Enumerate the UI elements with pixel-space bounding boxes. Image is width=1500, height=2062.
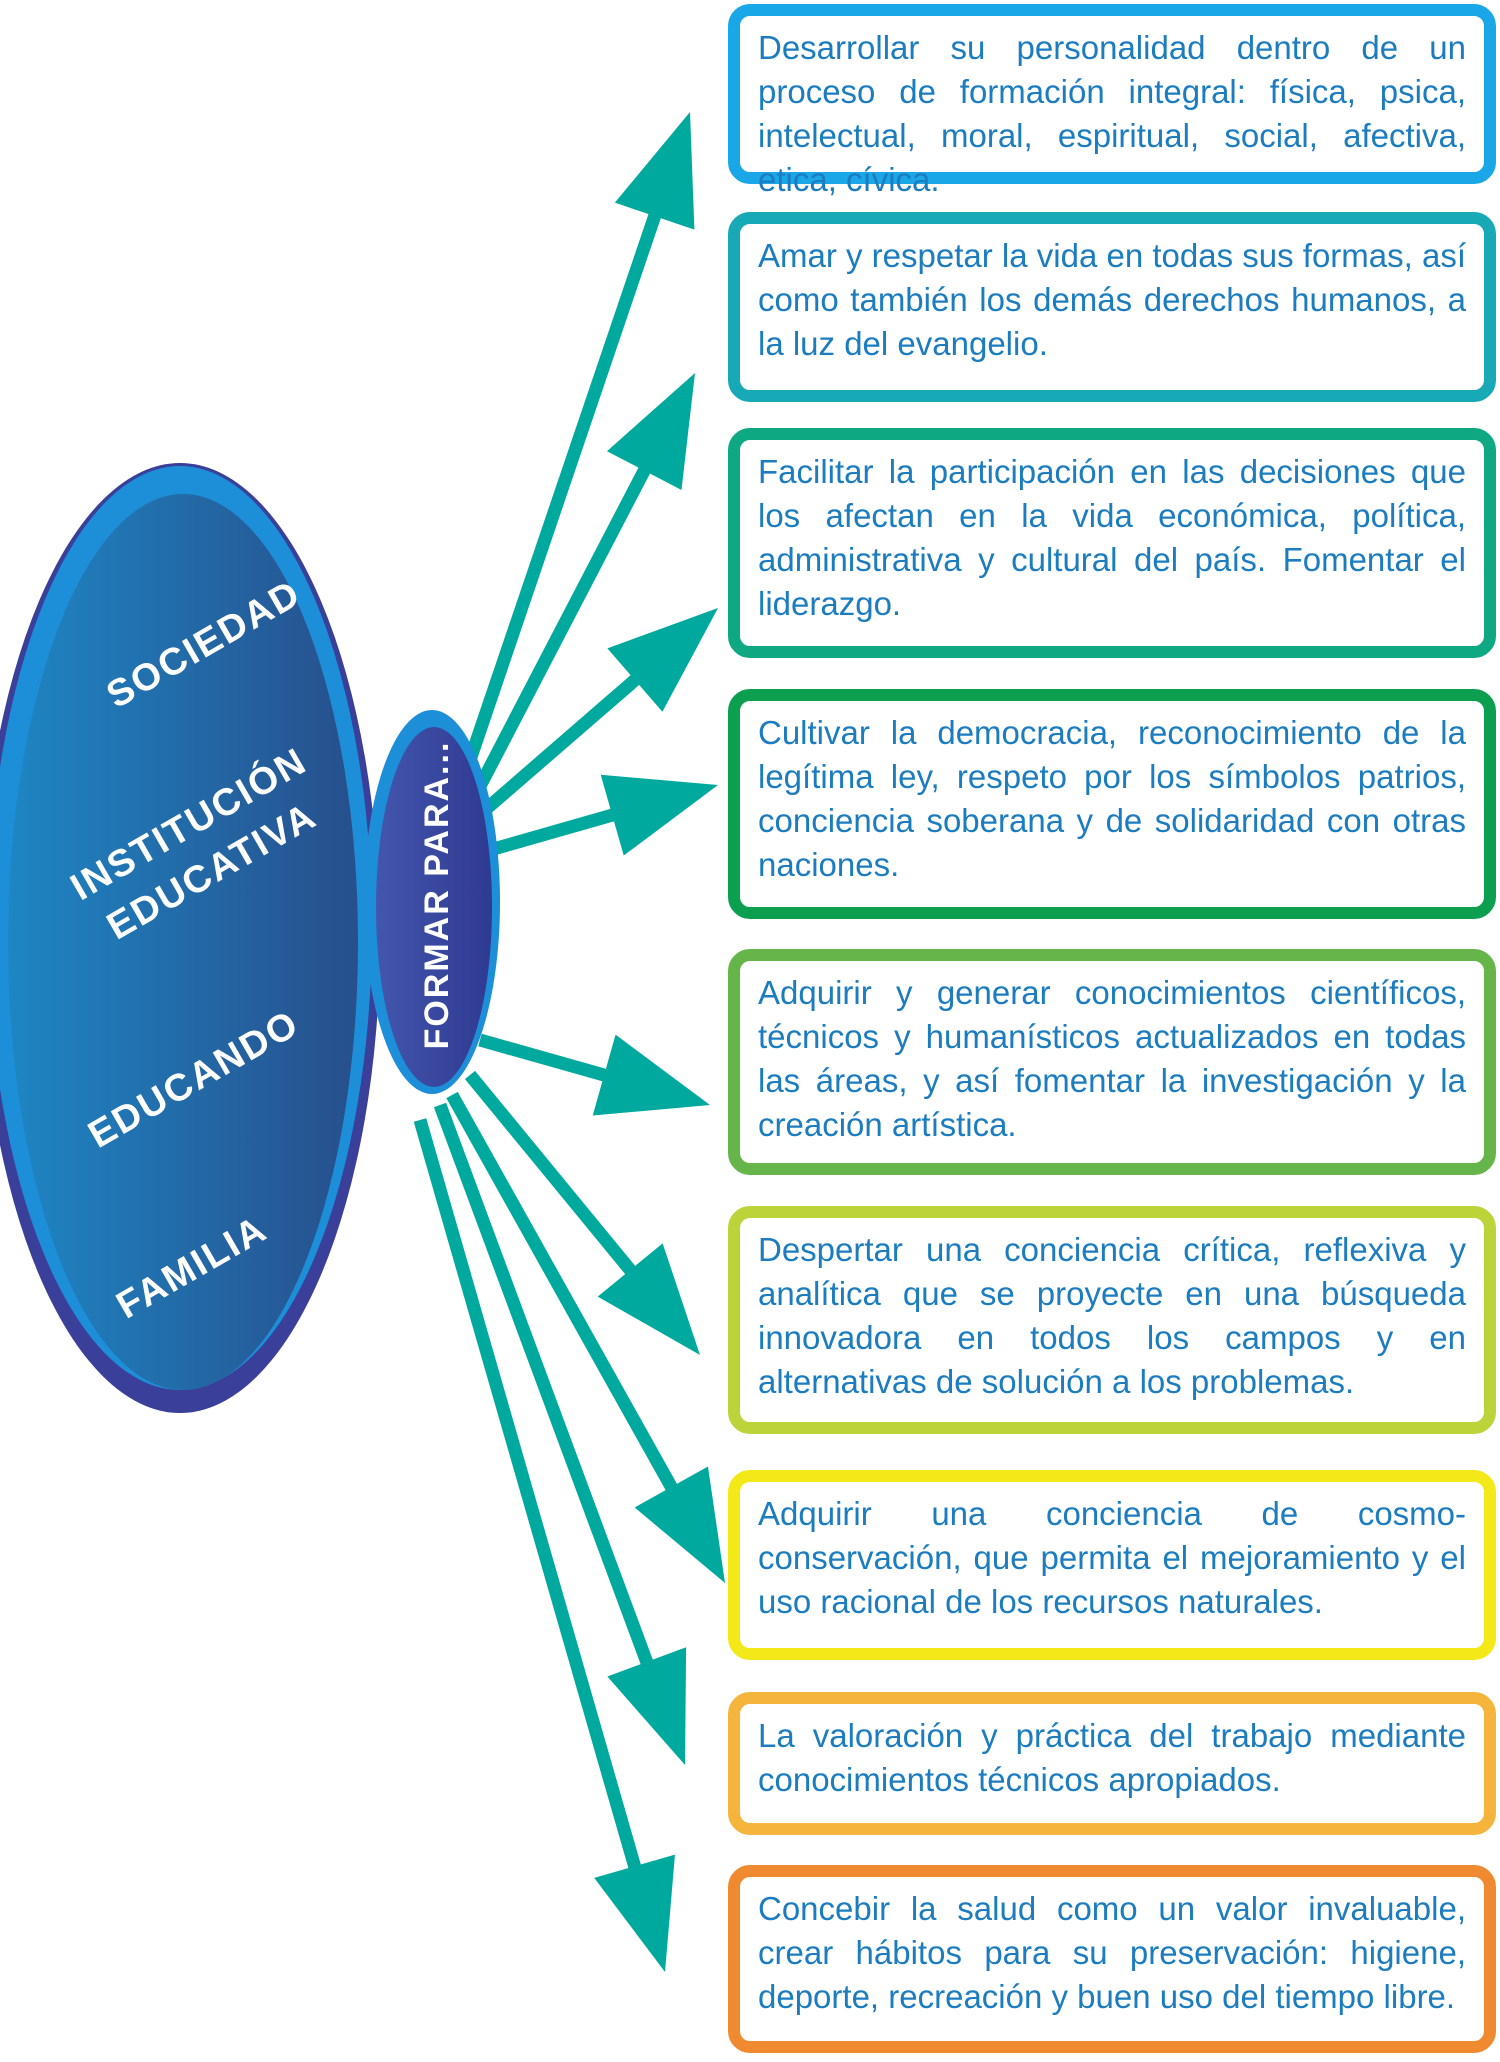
goal-box-8: La valoración y práctica del trabajo med… xyxy=(728,1692,1496,1835)
goal-text-7: Adquirir una conciencia de cosmo- conser… xyxy=(758,1495,1466,1620)
arrow-head-6 xyxy=(597,1243,700,1355)
goal-box-5: Adquirir y generar conocimientos científ… xyxy=(728,949,1496,1175)
arrow-shaft-7 xyxy=(446,1091,679,1494)
arrow-shaft-1 xyxy=(463,210,663,763)
arrow-shaft-4 xyxy=(488,807,618,857)
goal-box-7: Adquirir una conciencia de cosmo- conser… xyxy=(728,1470,1496,1660)
arrow-shaft-6 xyxy=(464,1070,638,1278)
goal-box-3: Facilitar la participación en las decisi… xyxy=(728,428,1496,658)
arrow-head-7 xyxy=(634,1466,725,1583)
goal-text-8: La valoración y práctica del trabajo med… xyxy=(758,1717,1466,1798)
goal-box-2: Amar y respetar la vida en todas sus for… xyxy=(728,212,1496,402)
arrow-head-5 xyxy=(592,1034,710,1116)
arrow-shaft-3 xyxy=(480,672,643,815)
arrow-head-2 xyxy=(606,373,695,490)
goal-text-9: Concebir la salud como un valor invaluab… xyxy=(758,1890,1466,2015)
goal-text-6: Despertar una conciencia crítica, reflex… xyxy=(758,1231,1466,1400)
arrow-head-3 xyxy=(607,608,718,712)
arrow-head-1 xyxy=(614,112,695,230)
arrow-shaft-2 xyxy=(472,464,652,794)
formar-para-oval-body xyxy=(376,727,492,1087)
goal-box-4: Cultivar la democracia, reconocimiento d… xyxy=(728,689,1496,919)
goal-box-1: Desarrollar su personalidad dentro de un… xyxy=(728,4,1496,198)
context-oval-body xyxy=(8,494,358,1390)
arrows-group xyxy=(413,112,725,1972)
goal-box-6: Despertar una conciencia crítica, reflex… xyxy=(728,1206,1496,1434)
arrow-head-4 xyxy=(600,774,718,856)
goal-box-9: Concebir la salud como un valor invaluab… xyxy=(728,1865,1496,2053)
arrow-shaft-8 xyxy=(433,1102,655,1668)
arrow-shaft-9 xyxy=(413,1118,642,1872)
goal-text-4: Cultivar la democracia, reconocimiento d… xyxy=(758,714,1466,883)
goal-text-3: Facilitar la participación en las decisi… xyxy=(758,453,1466,622)
formar-para-oval: FORMAR PARA... xyxy=(364,710,500,1094)
formar-para-label: FORMAR PARA... xyxy=(418,741,456,1050)
goal-text-2: Amar y respetar la vida en todas sus for… xyxy=(758,237,1466,362)
arrow-head-9 xyxy=(594,1854,675,1972)
arrow-head-8 xyxy=(607,1647,687,1765)
goal-text-5: Adquirir y generar conocimientos científ… xyxy=(758,974,1466,1143)
arrow-shaft-5 xyxy=(478,1033,610,1083)
context-oval: SOCIEDAD INSTITUCIÓN EDUCATIVA EDUCANDO … xyxy=(0,463,380,1413)
goal-text-1: Desarrollar su personalidad dentro de un… xyxy=(758,29,1466,198)
